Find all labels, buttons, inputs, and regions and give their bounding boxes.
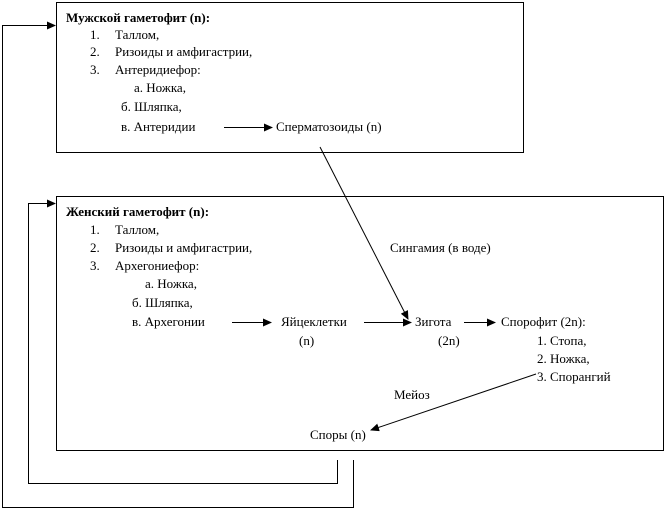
female-gametophyte-box: [56, 196, 664, 451]
zygote-ploidy: (2n): [438, 333, 460, 348]
female-gametophyte-title: Женский гаметофит (n):: [66, 204, 210, 219]
male-item-2-number: 2.: [90, 44, 100, 59]
arrow-sperm-to-zygote: [319, 146, 409, 320]
sporophyte-part-1: 1. Стопа,: [537, 333, 587, 348]
sperm-label: Сперматозоиды (n): [276, 119, 382, 134]
male-item-2: Ризоиды и амфигастрии,: [115, 44, 253, 59]
egg-cell-ploidy: (n): [299, 333, 315, 348]
male-sub-b: б. Шляпка,: [121, 99, 182, 114]
sporophyte-title: Спорофит (2n):: [501, 314, 586, 329]
male-item-3-number: 3.: [90, 62, 100, 77]
male-item-1-number: 1.: [90, 27, 100, 42]
meiosis-label: Мейоз: [394, 387, 430, 402]
spores-label: Споры (n): [310, 427, 366, 442]
female-item-3-number: 3.: [90, 258, 100, 273]
arrow-sporangium-to-spores: [370, 373, 537, 432]
female-item-2: Ризоиды и амфигастрии,: [115, 240, 253, 255]
return-loop-to-female: [28, 199, 338, 484]
male-gametophyte-box: [56, 2, 524, 153]
male-sub-c: в. Антеридии: [121, 119, 196, 134]
egg-cell-label: Яйцеклетки: [281, 314, 347, 329]
male-gametophyte-title: Мужской гаметофит (n):: [66, 10, 211, 25]
female-item-1-number: 1.: [90, 222, 100, 237]
male-sub-a: а. Ножка,: [134, 80, 186, 95]
return-loop-to-male: [2, 21, 354, 508]
sporophyte-part-3: 3. Спорангий: [537, 369, 611, 384]
female-sub-a: а. Ножка,: [145, 276, 197, 291]
zygote-label: Зигота: [415, 314, 452, 329]
male-item-3: Антеридиефор:: [115, 62, 201, 77]
sporophyte-part-2: 2. Ножка,: [537, 351, 590, 366]
female-item-3: Архегониефор:: [115, 258, 200, 273]
female-item-2-number: 2.: [90, 240, 100, 255]
male-item-1: Таллом,: [115, 27, 160, 42]
female-item-1: Таллом,: [115, 222, 160, 237]
syngamy-label: Сингамия (в воде): [390, 240, 491, 255]
female-sub-b: б. Шляпка,: [132, 295, 193, 310]
female-sub-c: в. Архегонии: [132, 314, 205, 329]
